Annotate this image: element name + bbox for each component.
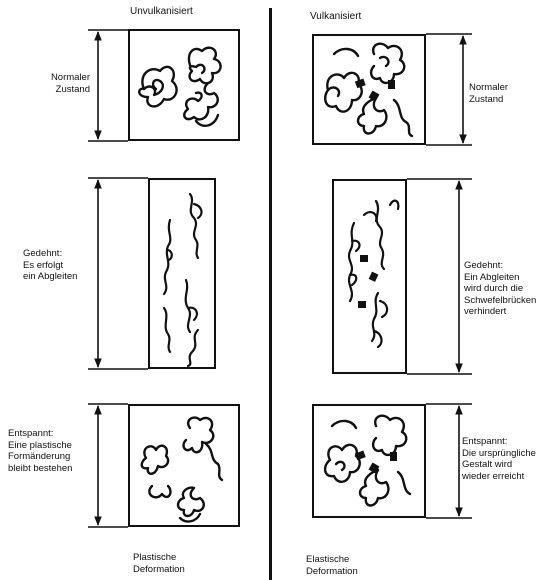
- polymer-chains-illustration: [150, 180, 218, 371]
- polymer-chains-illustration: [130, 406, 242, 529]
- label-vulcanized-relaxed: Entspannt: Die ursprüngliche Gestalt wir…: [462, 436, 536, 482]
- footer-elastic-deformation: Elastische Deformation: [306, 554, 358, 577]
- label-vulcanized-normal: Normaler Zustand: [469, 82, 508, 105]
- label-vulcanized-stretched: Gedehnt: Ein Abgleiten wird durch die Sc…: [464, 260, 536, 318]
- footer-plastic-deformation: Plastische Deformation: [133, 552, 185, 575]
- label-unvulcanized-normal: Normaler Zustand: [28, 72, 90, 95]
- panel-vulcanized-normal: [312, 34, 426, 145]
- panel-unvulcanized-normal: [128, 29, 240, 141]
- polymer-chains-illustration: [314, 36, 428, 147]
- panel-unvulcanized-stretched: [148, 178, 216, 369]
- polymer-chains-illustration: [130, 31, 242, 143]
- label-unvulcanized-relaxed: Entspannt: Eine plastische Formänderung …: [8, 428, 72, 474]
- polymer-chains-illustration: [314, 406, 428, 520]
- panel-vulcanized-stretched: [332, 179, 407, 374]
- label-unvulcanized-stretched: Gedehnt: Es erfolgt ein Abgleiten: [23, 248, 77, 283]
- panel-unvulcanized-relaxed: [128, 404, 240, 527]
- polymer-chains-illustration: [334, 181, 409, 376]
- panel-vulcanized-relaxed: [312, 404, 426, 518]
